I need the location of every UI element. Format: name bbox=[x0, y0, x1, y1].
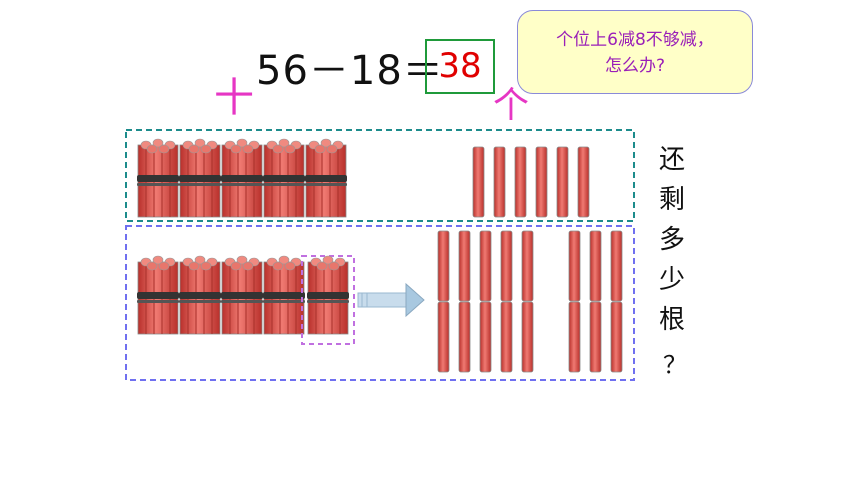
single-stick-icon bbox=[521, 301, 534, 373]
stick-bundle-icon bbox=[220, 138, 264, 218]
single-stick-icon bbox=[521, 230, 534, 302]
top-dashed-box bbox=[125, 129, 635, 222]
stick-bundle-icon bbox=[178, 255, 222, 335]
hint-line-2: 怎么办? bbox=[604, 56, 666, 76]
single-stick-icon bbox=[500, 230, 513, 302]
question-char: 根 bbox=[658, 305, 685, 335]
stick-bundle-icon bbox=[304, 138, 348, 218]
arrow-right-icon bbox=[357, 282, 425, 318]
single-stick-icon bbox=[577, 146, 590, 218]
stick-bundle-icon bbox=[136, 255, 180, 335]
stick-bundle-icon bbox=[136, 138, 180, 218]
stick-bundle-icon bbox=[306, 255, 350, 335]
highlight-box bbox=[301, 255, 355, 345]
hint-line-1: 个位上6减8不够减， bbox=[556, 30, 714, 50]
answer-box: 38 bbox=[425, 39, 495, 94]
single-stick-icon bbox=[535, 146, 548, 218]
single-stick-icon bbox=[610, 230, 623, 302]
single-stick-icon bbox=[458, 301, 471, 373]
stick-bundle-icon bbox=[262, 138, 306, 218]
question-char: 少 bbox=[658, 265, 685, 295]
single-stick-icon bbox=[589, 230, 602, 302]
bottom-dashed-box bbox=[125, 225, 635, 381]
tens-place-label: 十 bbox=[214, 75, 254, 121]
single-stick-icon bbox=[458, 230, 471, 302]
single-stick-icon bbox=[493, 146, 506, 218]
single-stick-icon bbox=[568, 301, 581, 373]
stick-bundle-icon bbox=[220, 255, 264, 335]
single-stick-icon bbox=[479, 230, 492, 302]
question-char: 还 bbox=[658, 145, 685, 175]
single-stick-icon bbox=[556, 146, 569, 218]
question-char: 剩 bbox=[658, 185, 685, 215]
stick-bundle-icon bbox=[262, 255, 306, 335]
single-stick-icon bbox=[437, 230, 450, 302]
stick-bundle-icon bbox=[178, 138, 222, 218]
question-mark: ？ bbox=[663, 351, 687, 379]
single-stick-icon bbox=[589, 301, 602, 373]
single-stick-icon bbox=[514, 146, 527, 218]
single-stick-icon bbox=[500, 301, 513, 373]
single-stick-icon bbox=[472, 146, 485, 218]
equation: 56－18＝ bbox=[256, 48, 444, 94]
single-stick-icon bbox=[568, 230, 581, 302]
single-stick-icon bbox=[479, 301, 492, 373]
single-stick-icon bbox=[610, 301, 623, 373]
ones-place-label: 个 bbox=[493, 85, 530, 126]
single-stick-icon bbox=[437, 301, 450, 373]
question-char: 多 bbox=[658, 225, 685, 255]
hint-bubble: 个位上6减8不够减， 怎么办? bbox=[517, 10, 753, 94]
question-text: 还 剩 多 少 根 bbox=[654, 140, 690, 340]
